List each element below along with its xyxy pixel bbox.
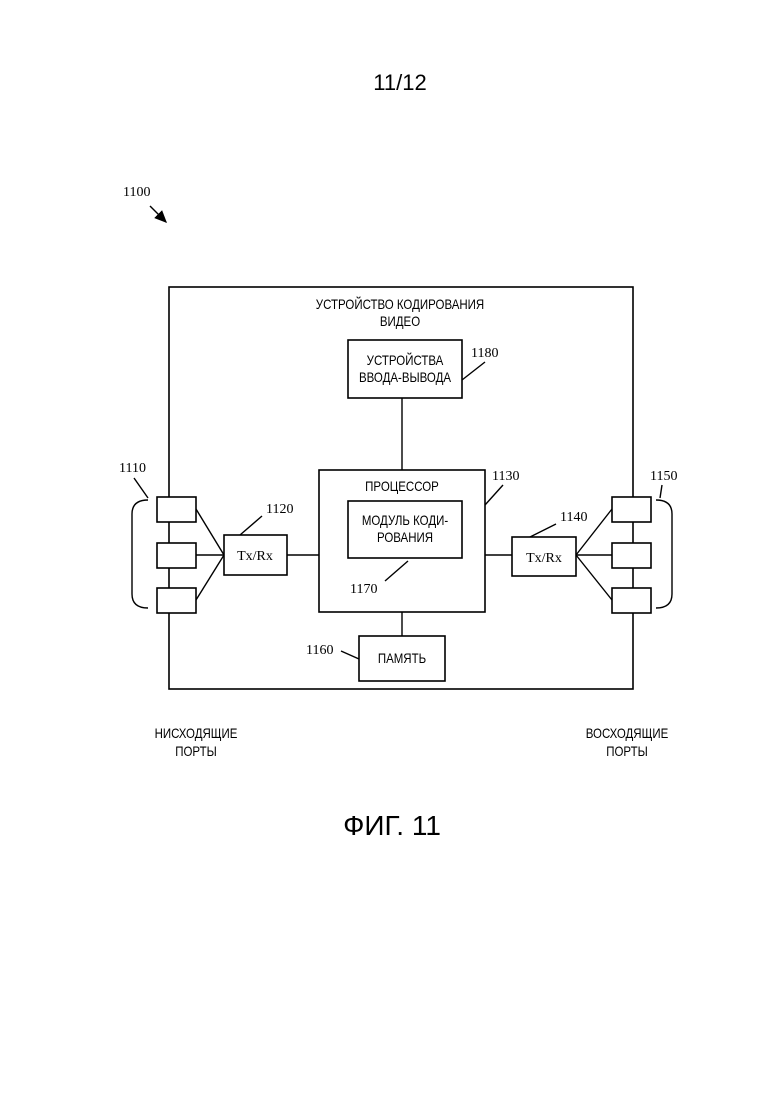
ref-1100: 1100 — [123, 185, 150, 200]
port-left-1 — [157, 497, 196, 522]
ports-right-brace — [656, 500, 672, 608]
upstream-ports-label-line2: ПОРТЫ — [606, 743, 647, 759]
ref-1170: 1170 — [350, 582, 377, 597]
device-label-line1: УСТРОЙСТВО КОДИРОВАНИЯ — [316, 296, 484, 312]
port-left-3 — [157, 588, 196, 613]
coding-module-label-line1: МОДУЛЬ КОДИ- — [362, 512, 448, 528]
ref-1160: 1160 — [306, 643, 333, 658]
processor-label: ПРОЦЕССОР — [365, 478, 439, 494]
downstream-ports-label-line2: ПОРТЫ — [175, 743, 216, 759]
ports-left-brace — [132, 500, 148, 608]
ref-1180: 1180 — [471, 346, 498, 361]
txrx-left-label: Tx/Rx — [237, 549, 273, 564]
ref-1110: 1110 — [119, 461, 146, 476]
figure-caption: ФИГ. 11 — [343, 810, 441, 841]
port-right-3 — [612, 588, 651, 613]
port-left-2 — [157, 543, 196, 568]
page-number: 11/12 — [373, 70, 426, 95]
downstream-ports-label-line1: НИСХОДЯЩИЕ — [155, 725, 238, 741]
ref-1150-leader — [660, 485, 662, 498]
io-label-line2: ВВОДА-ВЫВОДА — [359, 369, 451, 385]
memory-label: ПАМЯТЬ — [378, 650, 426, 666]
ref-1140: 1140 — [560, 510, 587, 525]
ref-1150: 1150 — [650, 469, 677, 484]
io-label-line1: УСТРОЙСТВА — [367, 352, 444, 368]
port-right-1 — [612, 497, 651, 522]
upstream-ports-label-line1: ВОСХОДЯЩИЕ — [586, 725, 669, 741]
ref-1110-leader — [134, 478, 148, 498]
port-right-2 — [612, 543, 651, 568]
coding-module-label-line2: РОВАНИЯ — [377, 529, 433, 545]
ref-1130: 1130 — [492, 469, 519, 484]
txrx-right-label: Tx/Rx — [526, 551, 562, 566]
ref-1120: 1120 — [266, 502, 293, 517]
ref-1100-arrow — [150, 206, 166, 222]
device-label-line2: ВИДЕО — [380, 313, 420, 329]
